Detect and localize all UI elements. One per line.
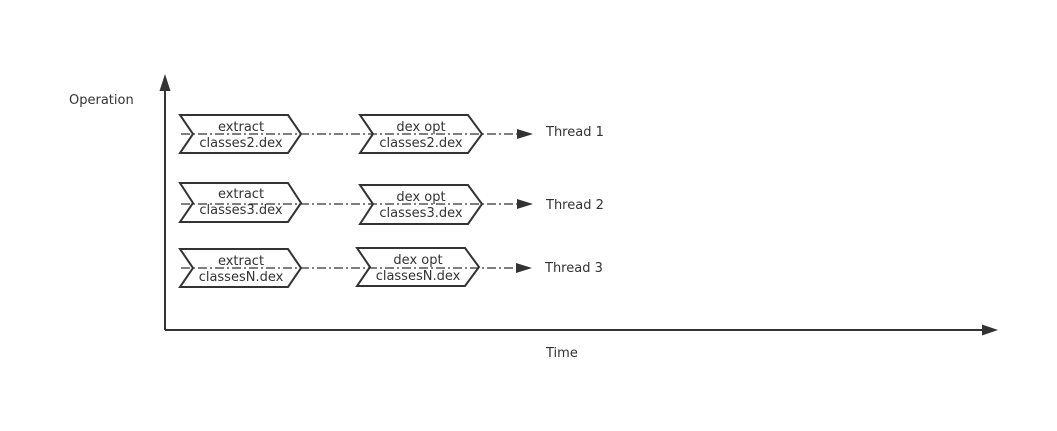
thread-row-1: extract classes2.dex dex opt classes2.de… xyxy=(178,114,604,154)
extract-step-2-line2: classes3.dex xyxy=(199,203,282,218)
dexopt-step-1-line2: classes2.dex xyxy=(379,136,462,151)
x-axis-arrow-icon xyxy=(982,324,998,336)
axes: Operation Time xyxy=(69,74,998,361)
thread-row-2: extract classes3.dex dex opt classes3.de… xyxy=(178,182,604,225)
dexopt-step-1-line1: dex opt xyxy=(396,120,445,135)
extract-step-2-line1: extract xyxy=(218,187,264,202)
thread-label-3: Thread 3 xyxy=(544,261,603,276)
x-axis-label: Time xyxy=(545,346,578,361)
dexopt-step-2-line2: classes3.dex xyxy=(379,206,462,221)
y-axis-arrow-icon xyxy=(159,74,171,91)
thread-row-3: extract classesN.dex dex opt classesN.de… xyxy=(178,247,603,288)
thread-label-1: Thread 1 xyxy=(545,125,604,140)
y-axis-label: Operation xyxy=(69,93,134,108)
timeline-arrow-1-icon xyxy=(517,129,533,139)
timeline-arrow-2-icon xyxy=(517,199,533,209)
timeline-arrow-3-icon xyxy=(516,263,532,273)
extract-step-1-line2: classes2.dex xyxy=(199,136,282,151)
extract-step-1-line1: extract xyxy=(218,120,264,135)
extract-step-2 xyxy=(178,182,303,223)
dexopt-step-2-line1: dex opt xyxy=(396,190,445,205)
thread-label-2: Thread 2 xyxy=(545,198,604,213)
extract-step-3-line1: extract xyxy=(218,254,264,269)
extract-step-3-line2: classesN.dex xyxy=(199,270,284,285)
dexopt-step-3-line2: classesN.dex xyxy=(376,269,461,284)
dexopt-step-3-line1: dex opt xyxy=(393,253,442,268)
dexopt-step-3 xyxy=(355,247,481,287)
